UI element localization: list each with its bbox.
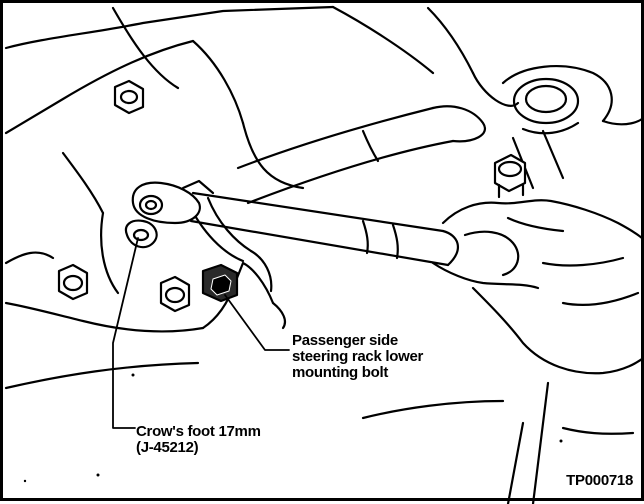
callout-lower-mounting-bolt: Passenger side steering rack lower mount… bbox=[292, 333, 423, 381]
frame-upper bbox=[4, 5, 520, 190]
callout-crows-foot: Crow's foot 17mm (J-45212) bbox=[136, 424, 261, 456]
callout-line: mounting bolt bbox=[292, 364, 389, 381]
leader-bolt bbox=[224, 294, 290, 351]
lower-structure bbox=[4, 361, 635, 504]
figure-id-label: TP000718 bbox=[566, 472, 633, 489]
lower-mounting-bolt bbox=[201, 263, 239, 303]
callout-line: steering rack lower bbox=[292, 348, 424, 365]
leader-crowsfoot bbox=[112, 237, 139, 429]
bracket-bolts bbox=[57, 79, 191, 313]
illustration bbox=[4, 5, 644, 504]
upper-mount bbox=[501, 65, 644, 190]
speckles bbox=[23, 373, 563, 483]
ratchet-handle bbox=[189, 191, 459, 267]
crows-foot-tool bbox=[124, 179, 215, 249]
upper-bolt bbox=[493, 153, 527, 199]
leader-lines bbox=[112, 237, 290, 429]
crossmember bbox=[236, 105, 486, 205]
callout-line: Passenger side bbox=[292, 332, 398, 349]
callout-line: Crow's foot 17mm bbox=[136, 423, 261, 440]
callout-line: (J-45212) bbox=[136, 439, 199, 456]
hand bbox=[431, 199, 644, 375]
